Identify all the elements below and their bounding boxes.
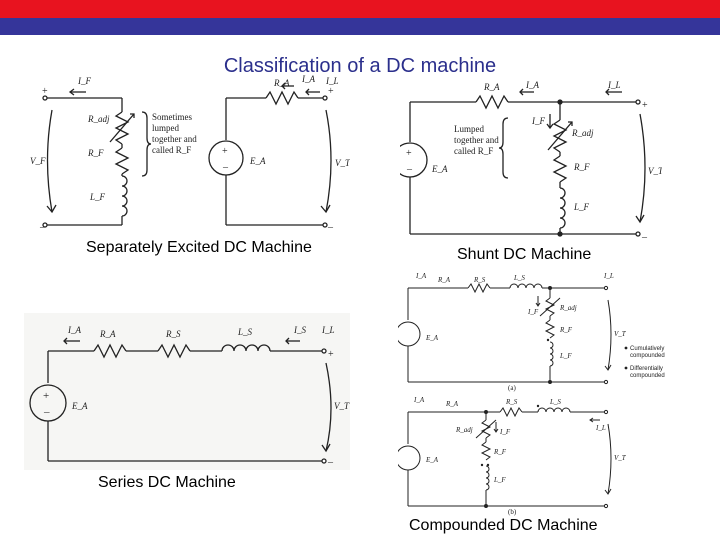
separately-excited-diagram: + – I_F V_F R_adj R_F L_F Sometimes lump… [30,70,350,232]
svg-text:–: – [327,457,334,468]
svg-text:+: + [43,390,49,402]
comp-b-radj-label: R_adj [455,426,473,434]
shunt-note-line3: called R_F [454,146,493,156]
comp-a-lf-label: L_F [559,352,572,360]
comp-a-ls-label: L_S [513,274,525,282]
comp-a-ea-label: E_A [425,334,439,342]
sep-vt-label: V_T [335,158,350,168]
separately-excited-caption: Separately Excited DC Machine [86,239,312,256]
shunt-lf-label: L_F [573,202,590,212]
shunt-ia-label: I_A [525,80,539,90]
sep-lf-label: L_F [89,192,106,202]
series-ra-label: R_A [99,329,116,339]
series-il-label: I_L [321,325,335,335]
slide-title: Classification of a DC machine [223,55,497,77]
shunt-note-line1: Lumped [454,124,484,134]
svg-text:+: + [42,86,48,97]
sep-radj-label: R_adj [87,114,110,124]
svg-text:+: + [406,148,412,159]
series-caption: Series DC Machine [98,474,236,491]
shunt-note-line2: together and [454,135,499,145]
comp-a-rs-label: R_S [473,276,486,284]
shunt-radj-label: R_adj [571,128,594,138]
series-ia-label: I_A [67,325,81,335]
svg-text:–: – [327,222,334,232]
svg-text:+: + [642,100,648,111]
sep-rf-label: R_F [87,148,104,158]
comp-a-label: (a) [508,384,516,392]
comp-b-if-label: I_F [499,428,511,436]
sep-note-line1: Sometimes [152,112,192,122]
comp-a-vt-label: V_T [614,330,627,338]
comp-b-ea-label: E_A [425,456,439,464]
sep-note-line2: lumped [152,123,179,133]
comp-legend-line3: Differentially [630,366,663,372]
sep-note-line3: together and [152,134,197,144]
shunt-vt-label: V_T [648,166,662,176]
series-rs-label: R_S [165,329,181,339]
comp-legend-line2: compounded [630,353,665,359]
comp-a-il-label: I_L [603,272,614,280]
comp-b-rf-label: R_F [493,448,507,456]
svg-text:+: + [328,349,334,360]
shunt-diagram: R_A I_A I_L I_F R_adj R_F L_F E_A V_T Lu… [400,78,662,242]
comp-a-ia-label: I_A [415,272,427,280]
sep-ra-label: R_A [273,78,290,88]
shunt-ra-label: R_A [483,82,500,92]
sep-if-label: I_F [77,76,91,86]
svg-text:+: + [328,86,334,97]
comp-legend-line1: Cumulatively [630,346,664,352]
series-vt-label: V_T [334,401,350,411]
comp-a-if-label: I_F [527,308,539,316]
comp-b-label: (b) [508,508,517,516]
svg-text:+: + [222,146,228,157]
comp-b-lf-label: L_F [493,476,506,484]
comp-a-rf-label: R_F [559,326,573,334]
comp-a-ra-label: R_A [437,276,451,284]
sep-il-label: I_L [325,76,339,86]
comp-b-ls-label: L_S [549,398,561,406]
svg-text:–: – [222,162,229,173]
comp-legend-line4: compounded [630,373,665,379]
compounded-caption: Compounded DC Machine [409,517,598,534]
sep-note-line4: called R_F [152,145,191,155]
comp-b-ra-label: R_A [445,400,459,408]
svg-text:–: – [406,164,413,175]
top-red-bar [0,0,720,18]
shunt-if-label: I_F [531,116,545,126]
shunt-il-label: I_L [607,80,621,90]
shunt-ea-label: E_A [431,164,448,174]
compounded-diagram: I_A R_A R_S L_S I_L I_F R_adj R_F L_F E_… [398,270,678,520]
sep-ea-label: E_A [249,156,266,166]
comp-a-radj-label: R_adj [559,304,577,312]
svg-text:–: – [641,232,648,242]
sep-ia-label: I_A [301,74,315,84]
svg-text:–: – [39,222,46,232]
top-blue-bar [0,18,720,35]
series-is-label: I_S [293,325,306,335]
shunt-rf-label: R_F [573,162,590,172]
series-diagram: I_A R_A R_S L_S I_S I_L E_A V_T + – + – [24,313,350,470]
comp-b-ia-label: I_A [413,396,425,404]
series-ea-label: E_A [71,401,88,411]
comp-b-rs-label: R_S [505,398,518,406]
comp-b-il-label: I_L [595,424,606,432]
series-ls-label: L_S [237,327,253,337]
svg-text:–: – [43,406,50,418]
shunt-caption: Shunt DC Machine [457,246,592,263]
sep-vf-label: V_F [30,156,46,166]
comp-b-vt-label: V_T [614,454,627,462]
